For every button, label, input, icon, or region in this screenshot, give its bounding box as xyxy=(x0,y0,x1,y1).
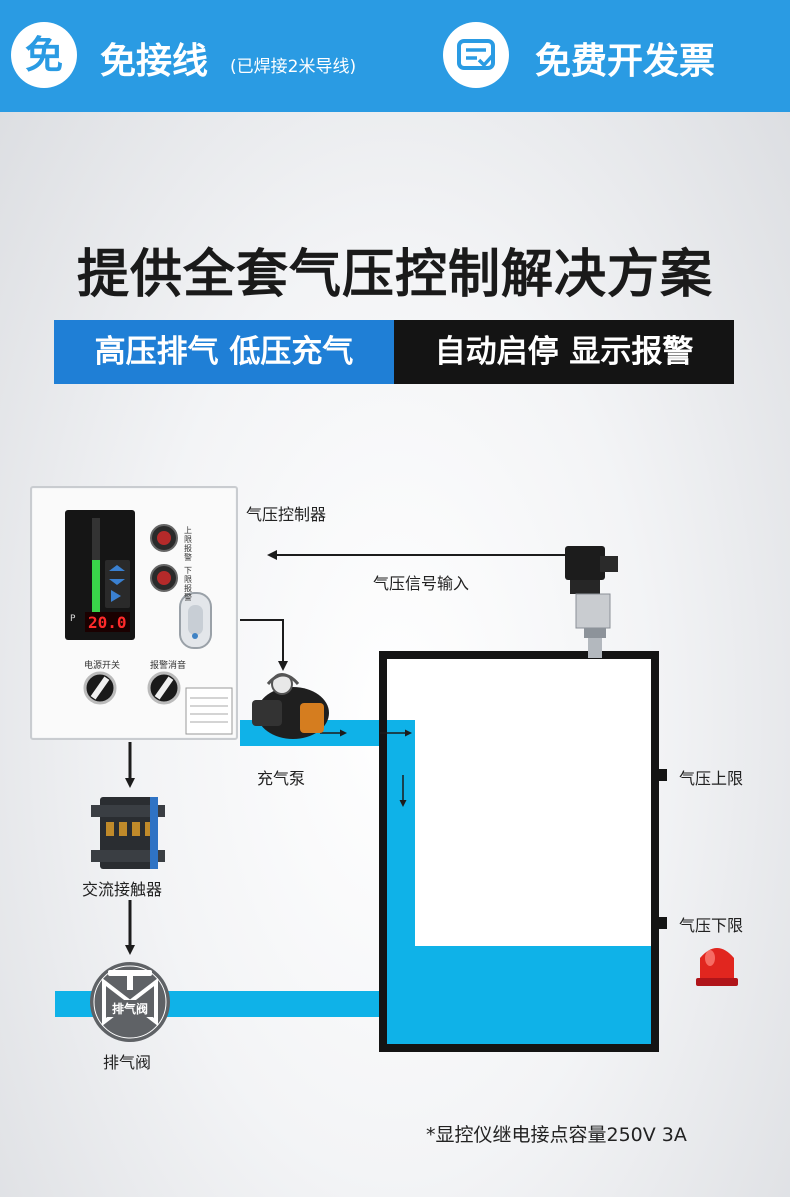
free-wiring-subtitle: (已焊接2米导线) xyxy=(230,57,357,77)
air-pump xyxy=(252,673,329,739)
pump-label: 充气泵 xyxy=(257,769,306,788)
upper-limit-probe xyxy=(655,769,667,781)
lower-limit-probe xyxy=(655,917,667,929)
pressure-sensor xyxy=(565,546,618,658)
contactor-label: 交流接触器 xyxy=(82,880,163,899)
tank-pipe-inlet xyxy=(387,720,415,950)
lower-limit-label: 气压下限 xyxy=(679,916,744,935)
invoice-icon xyxy=(443,22,509,88)
ac-contactor xyxy=(91,797,165,869)
valve-label: 排气阀 xyxy=(103,1053,152,1072)
lower-alarm-label: 下 限 报 警 xyxy=(184,566,192,602)
free-wiring-badge-icon: 免 xyxy=(11,22,77,88)
tag-left: 高压排气 低压充气 xyxy=(54,320,394,384)
alarm-mute-label: 报警消音 xyxy=(150,661,187,671)
display-unit: P xyxy=(70,614,76,624)
signal-input-label: 气压信号输入 xyxy=(373,574,470,593)
free-wiring-title: 免接线 xyxy=(100,41,209,82)
power-switch-label: 电源开关 xyxy=(84,661,121,671)
valve-badge-text: 排气阀 xyxy=(107,1000,153,1017)
invoice-title: 免费开发票 xyxy=(535,41,716,82)
upper-alarm-label: 上 限 报 警 xyxy=(184,526,192,562)
alarm-beacon-icon xyxy=(696,948,738,986)
tank-water xyxy=(387,946,651,1044)
display-readout: 20.0 xyxy=(88,613,127,632)
headline: 提供全套气压控制解决方案 xyxy=(76,245,713,305)
footnote: *显控仪继电接点容量250V 3A xyxy=(426,1124,687,1146)
tag-right: 自动启停 显示报警 xyxy=(394,320,734,384)
upper-limit-label: 气压上限 xyxy=(679,769,744,788)
pressure-controller xyxy=(30,486,238,740)
controller-label: 气压控制器 xyxy=(246,505,327,524)
pump-control-arrow xyxy=(240,619,288,671)
top-banner: 免 免接线 (已焊接2米导线) 免费开发票 xyxy=(0,0,790,112)
